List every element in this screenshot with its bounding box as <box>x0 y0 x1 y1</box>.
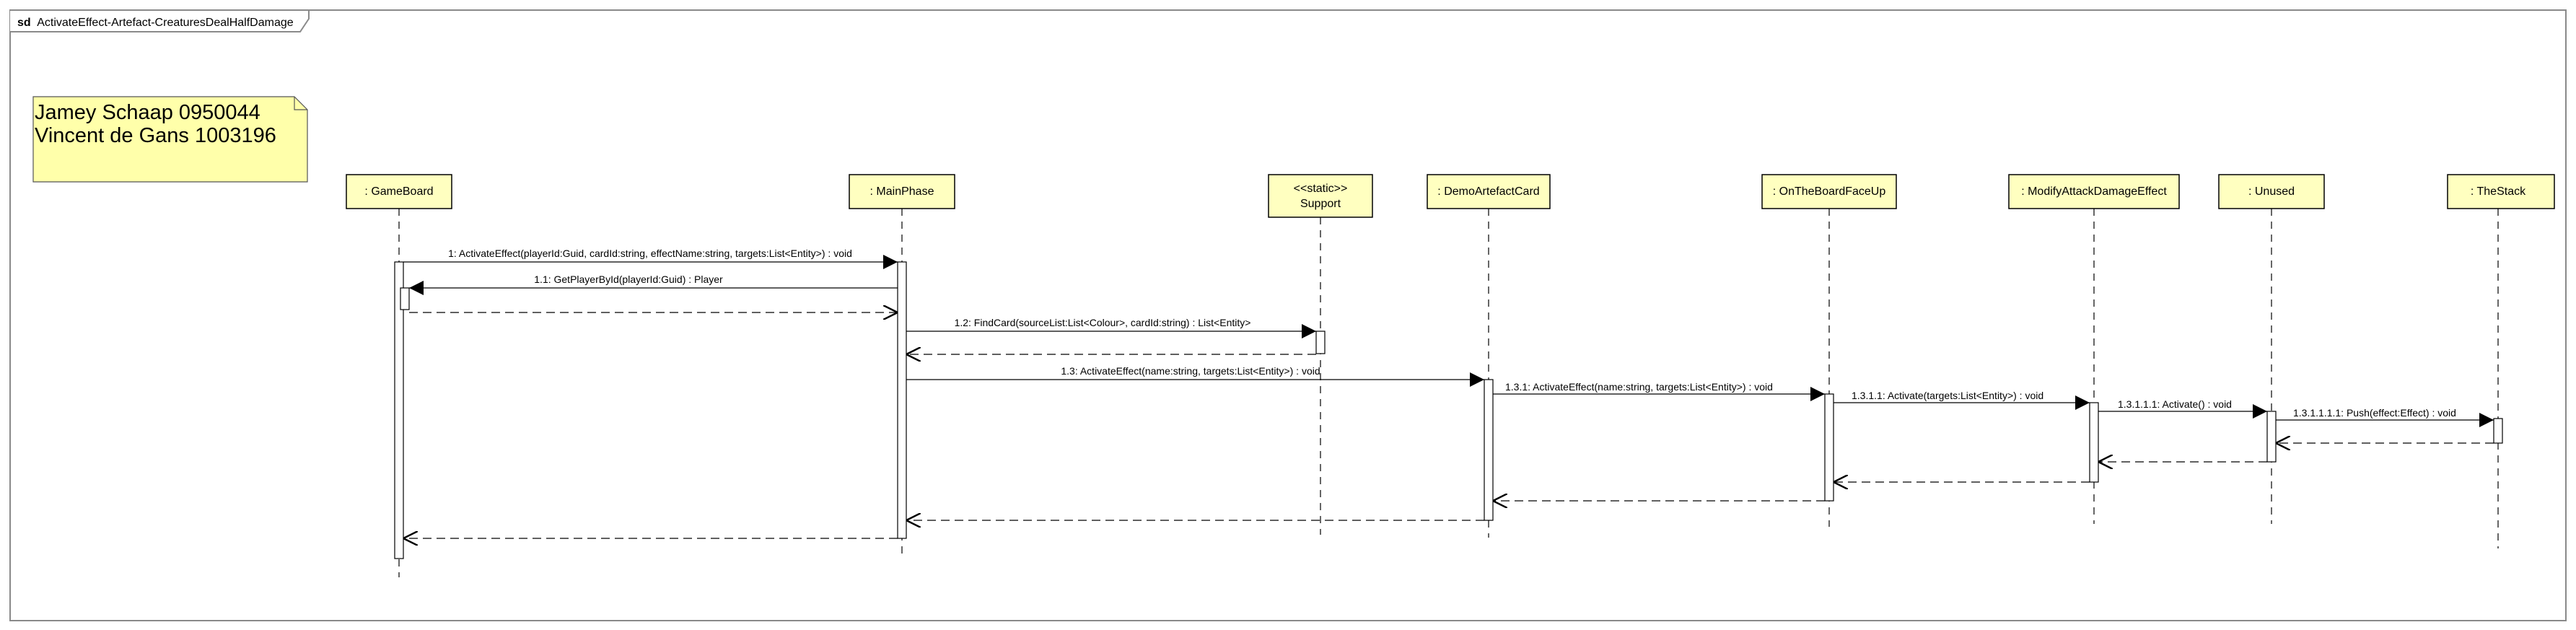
frame-title: sd ActivateEffect-Artefact-CreaturesDeal… <box>17 17 294 29</box>
lifeline-modifyattackdamageeffect: : ModifyAttackDamageEffect <box>2008 174 2180 524</box>
lifeline-label: : ModifyAttackDamageEffect <box>2021 185 2167 198</box>
msg-1-3-1-1-1-1: 1.3.1.1.1.1: Push(effect:Effect) : void <box>2276 407 2494 427</box>
msg-1-3: 1.3: ActivateEffect(name:string, targets… <box>906 365 1484 387</box>
frame-tab <box>10 9 310 32</box>
activation-modifyattackdamageeffect <box>2089 402 2099 483</box>
message-label: 1.1: GetPlayerById(playerId:Guid) : Play… <box>534 274 723 285</box>
lifeline-ontheboardfaceup: : OnTheBoardFaceUp <box>1761 174 1897 527</box>
msg-1-3-1-1: 1.3.1.1: Activate(targets:List<Entity>) … <box>1834 390 2090 410</box>
message-label: 1.3: ActivateEffect(name:string, targets… <box>1061 365 1320 377</box>
lifeline-label: : DemoArtefactCard <box>1437 185 1539 198</box>
lifeline-box <box>1427 174 1551 209</box>
msg-1-2: 1.2: FindCard(sourceList:List<Colour>, c… <box>906 317 1316 338</box>
activation-thestack <box>2493 418 2503 444</box>
activation-gameboard <box>394 261 404 559</box>
note-line-2: Vincent de Gans 1003196 <box>35 124 276 147</box>
message-label: 1: ActivateEffect(playerId:Guid, cardId:… <box>448 248 852 259</box>
lifeline-support: <<static>> Support <box>1268 174 1373 535</box>
activation-unused <box>2266 411 2277 463</box>
lifeline-stereotype: <<static>> <box>1294 183 1348 195</box>
activation-ontheboardfaceup <box>1824 393 1834 502</box>
lifeline-box <box>346 174 452 209</box>
lifeline-thestack: : TheStack <box>2447 174 2555 548</box>
activation-demoartefactcard <box>1484 379 1494 521</box>
note-fold <box>294 97 307 110</box>
msg-1-1: 1.1: GetPlayerById(playerId:Guid) : Play… <box>409 274 898 295</box>
message-label: 1.3.1.1.1: Activate() : void <box>2118 398 2232 410</box>
diagram-frame <box>9 9 2567 621</box>
msg-1-3-1: 1.3.1: ActivateEffect(name:string, targe… <box>1493 381 1825 401</box>
message-label: 1.3.1: ActivateEffect(name:string, targe… <box>1505 381 1773 393</box>
lifeline-label: : OnTheBoardFaceUp <box>1773 185 1886 198</box>
lifeline-label: : TheStack <box>2471 185 2526 198</box>
lifeline-box <box>2447 174 2555 209</box>
msg-1: 1: ActivateEffect(playerId:Guid, cardId:… <box>403 248 898 269</box>
lifeline-box <box>2218 174 2325 209</box>
lifeline-box <box>1761 174 1897 209</box>
lifeline-label: : GameBoard <box>364 185 433 198</box>
author-note <box>32 96 308 183</box>
lifeline-box <box>849 174 955 209</box>
lifeline-label: : Unused <box>2248 185 2295 198</box>
activation-gameboard-nested <box>400 287 410 310</box>
note-line-1: Jamey Schaap 0950044 <box>35 101 260 124</box>
msg-1-3-1-1-1: 1.3.1.1.1: Activate() : void <box>2098 398 2267 419</box>
message-label: 1.3.1.1: Activate(targets:List<Entity>) … <box>1852 390 2043 401</box>
activation-mainphase <box>897 261 907 539</box>
message-label: 1.2: FindCard(sourceList:List<Colour>, c… <box>955 317 1251 328</box>
frame-name: ActivateEffect-Artefact-CreaturesDealHal… <box>37 17 294 29</box>
activation-support <box>1315 331 1326 354</box>
activation-bars <box>394 261 2503 559</box>
lifeline-box <box>2008 174 2180 209</box>
message-label: 1.3.1.1.1.1: Push(effect:Effect) : void <box>2293 407 2456 419</box>
lifeline-unused: : Unused <box>2218 174 2325 524</box>
lifeline-box <box>1268 174 1373 218</box>
frame-prefix: sd <box>17 17 31 29</box>
lifeline-label: Support <box>1300 198 1341 210</box>
lifeline-label: : MainPhase <box>870 185 934 198</box>
